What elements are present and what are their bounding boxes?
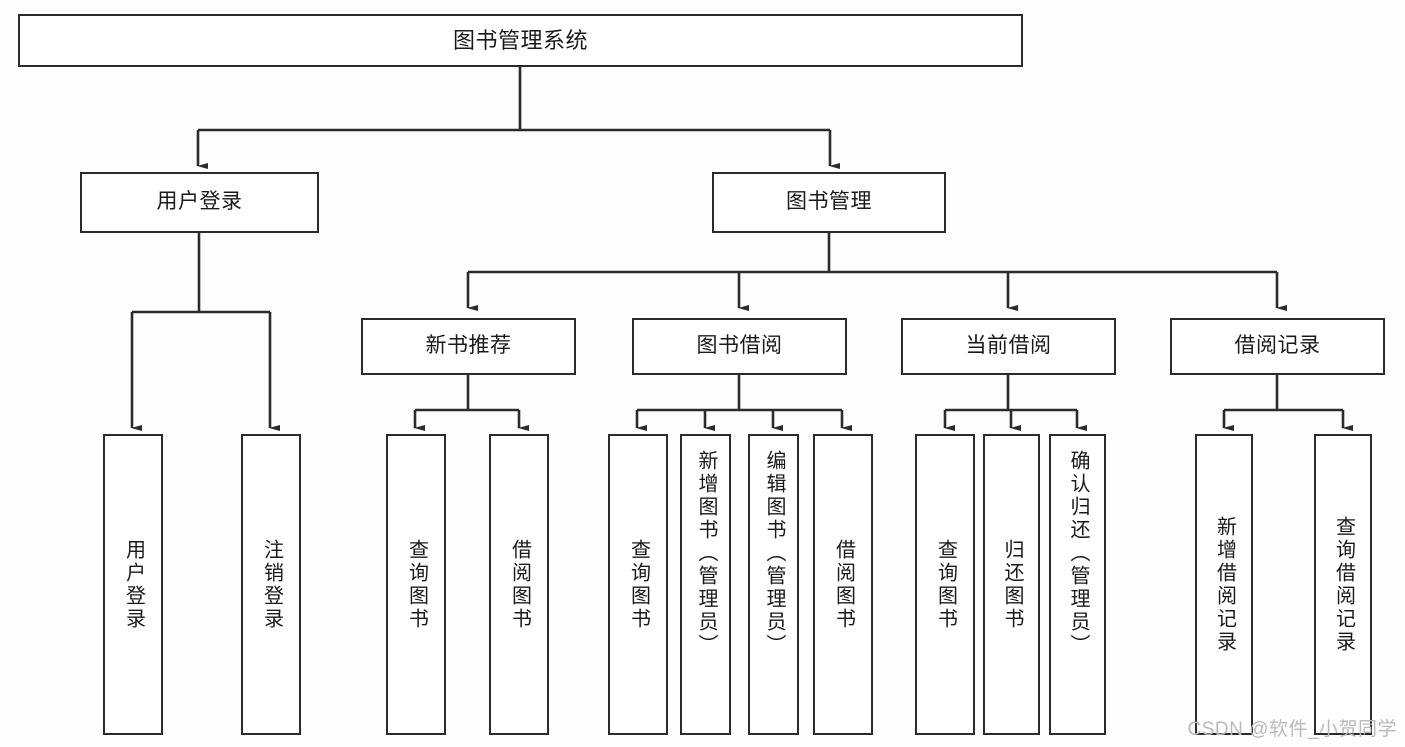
- node-label: 借阅记录: [1234, 334, 1321, 358]
- node-label: 借阅图书: [508, 538, 531, 631]
- node-new-book-recommend[interactable]: 新书推荐: [361, 318, 576, 375]
- leaf-record-add-record[interactable]: 新增借阅记录: [1195, 434, 1253, 735]
- node-current-borrow[interactable]: 当前借阅: [901, 318, 1116, 375]
- node-book-borrow[interactable]: 图书借阅: [632, 318, 847, 375]
- leaf-user-login-login[interactable]: 用户登录: [103, 434, 163, 735]
- node-borrow-record[interactable]: 借阅记录: [1170, 318, 1385, 375]
- node-label: 查询图书: [934, 538, 957, 631]
- node-label: 查询图书: [627, 538, 650, 631]
- node-label: 图书借阅: [696, 334, 783, 358]
- node-root-library-system[interactable]: 图书管理系统: [18, 14, 1023, 67]
- leaf-current-query-book[interactable]: 查询图书: [915, 434, 975, 735]
- leaf-record-query-record[interactable]: 查询借阅记录: [1314, 434, 1372, 735]
- leaf-current-confirm-return-admin[interactable]: 确认归还（管理员）: [1049, 434, 1106, 735]
- node-label: 注销登录: [260, 538, 283, 631]
- node-label: 图书管理系统: [452, 27, 588, 53]
- node-label: 图书管理: [786, 190, 872, 214]
- node-label: 当前借阅: [965, 334, 1052, 358]
- node-label: 用户登录: [122, 538, 145, 631]
- node-label: 借阅图书: [832, 538, 855, 631]
- leaf-borrow-edit-book-admin[interactable]: 编辑图书（管理员）: [748, 434, 799, 735]
- node-label: 新增图书（管理员）: [695, 450, 717, 657]
- node-label: 用户登录: [156, 190, 243, 214]
- node-label: 确认归还（管理员）: [1067, 450, 1089, 657]
- node-label: 查询借阅记录: [1332, 515, 1355, 654]
- node-label: 查询图书: [405, 538, 428, 631]
- node-label: 新增借阅记录: [1213, 515, 1236, 654]
- node-label: 归还图书: [1001, 538, 1023, 631]
- node-label: 新书推荐: [425, 334, 512, 358]
- leaf-borrow-borrow-book[interactable]: 借阅图书: [813, 434, 873, 735]
- node-label: 编辑图书（管理员）: [763, 450, 785, 657]
- leaf-recommend-borrow-book[interactable]: 借阅图书: [489, 434, 549, 735]
- leaf-current-return-book[interactable]: 归还图书: [983, 434, 1040, 735]
- node-user-login[interactable]: 用户登录: [80, 172, 319, 233]
- leaf-user-login-logout[interactable]: 注销登录: [241, 434, 301, 735]
- node-book-management[interactable]: 图书管理: [712, 172, 946, 233]
- leaf-recommend-query-book[interactable]: 查询图书: [386, 434, 446, 735]
- csdn-watermark: CSDN @软件_小贺同学: [1187, 719, 1397, 740]
- leaf-borrow-add-book-admin[interactable]: 新增图书（管理员）: [680, 434, 731, 735]
- leaf-borrow-query-book[interactable]: 查询图书: [608, 434, 668, 735]
